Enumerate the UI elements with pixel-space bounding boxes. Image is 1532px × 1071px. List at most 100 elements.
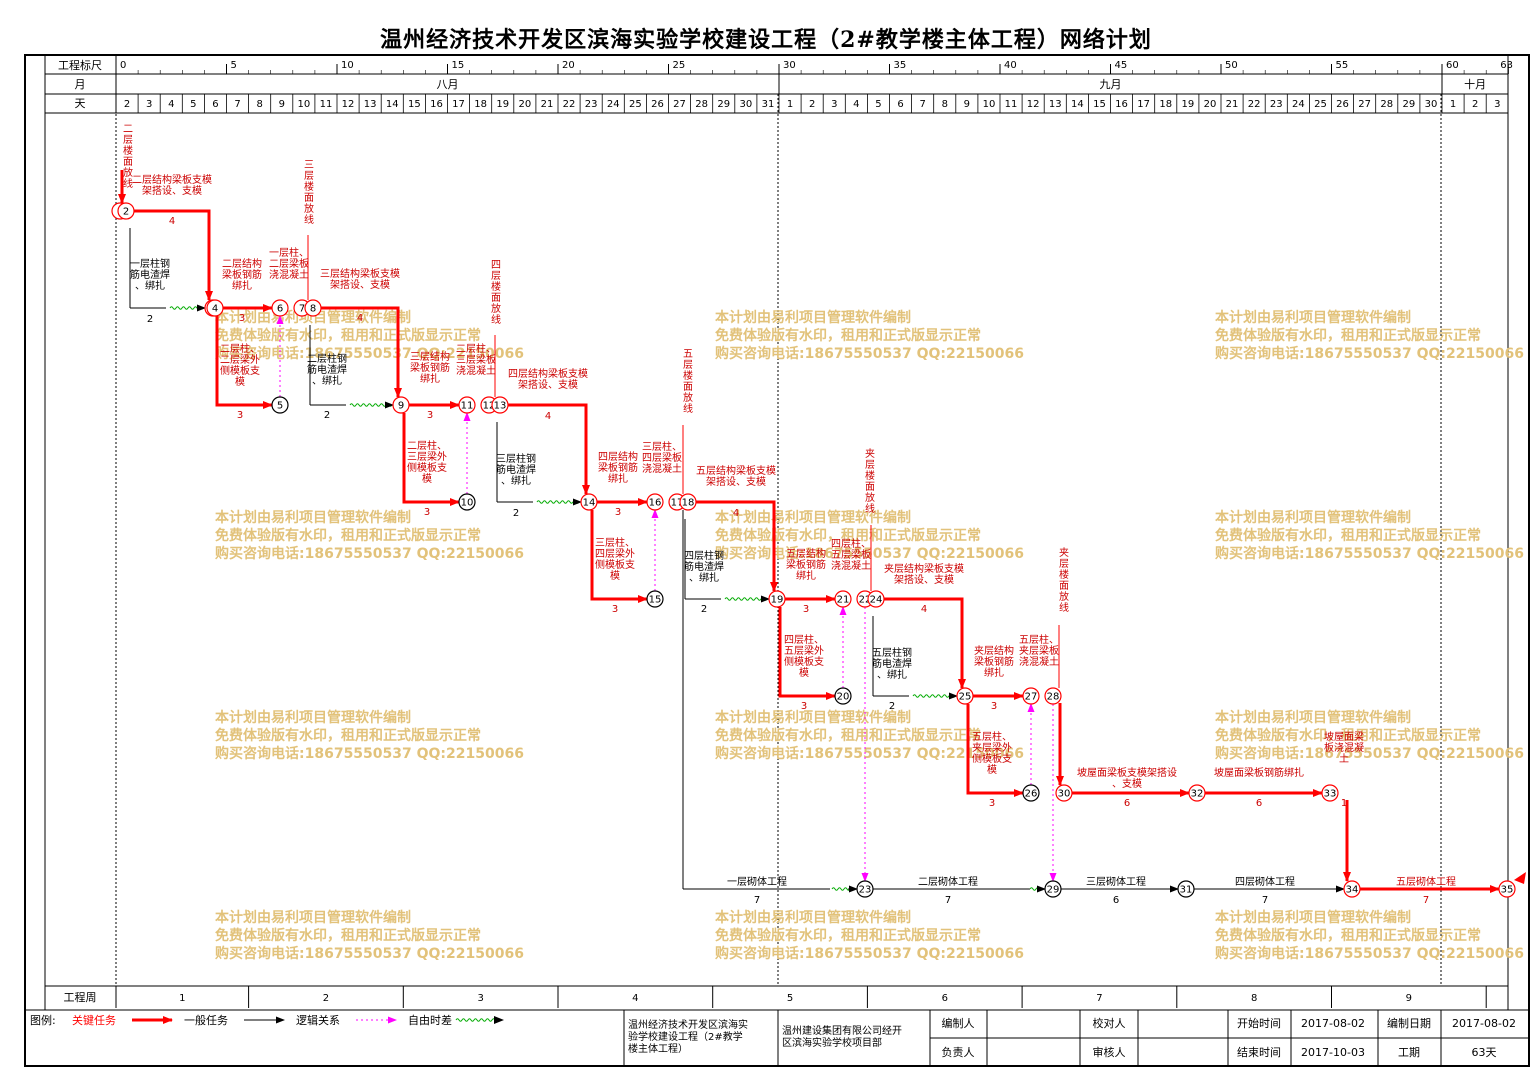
- watermark-text: 本计划由易利项目管理软件编制: [715, 909, 911, 926]
- scale-tick-label: 25: [673, 60, 686, 71]
- scale-tick-label: 10: [341, 60, 354, 71]
- task-name: 、绑扎: [689, 571, 719, 584]
- footer-manager-label: 负责人: [942, 1045, 975, 1059]
- day-number: 21: [541, 99, 554, 110]
- watermark-text: 本计划由易利项目管理软件编制: [715, 309, 911, 326]
- task-duration: 3: [803, 604, 809, 615]
- event-node-number: 20: [837, 692, 850, 703]
- watermark-text: 购买咨询电话:18675550537 QQ:22150066: [1215, 945, 1524, 962]
- day-number: 3: [146, 99, 152, 110]
- day-number: 30: [1425, 99, 1438, 110]
- day-number: 22: [563, 99, 576, 110]
- day-number: 20: [1204, 99, 1217, 110]
- event-node-number: 13: [494, 401, 507, 412]
- task-arrow: [778, 607, 836, 700]
- day-number: 2: [1472, 99, 1478, 110]
- task-name: 楼: [865, 469, 875, 482]
- scale-label: 工程标尺: [58, 58, 102, 72]
- footer-duration-label: 工期: [1398, 1046, 1420, 1059]
- event-node-number: 6: [277, 304, 283, 315]
- event-node-number: 33: [1324, 789, 1337, 800]
- week-number: 8: [1251, 993, 1257, 1004]
- task-name: 楼: [683, 369, 693, 382]
- task-duration: 3: [612, 604, 618, 615]
- task-name: 架搭设、支模: [330, 278, 390, 291]
- task-duration: 3: [424, 507, 430, 518]
- task-arrows: [118, 170, 1526, 893]
- task-name: 层: [1059, 558, 1069, 570]
- watermark-text: 免费体验版有水印，租用和正式版显示正常: [215, 527, 481, 544]
- week-number: 4: [632, 993, 638, 1004]
- event-node-number: 14: [583, 498, 596, 509]
- task-duration: 3: [239, 313, 245, 324]
- task-name: 筋电渣焊: [130, 268, 170, 281]
- event-node-number: 35: [1501, 885, 1514, 896]
- day-number: 8: [942, 99, 948, 110]
- task-name: 层: [304, 170, 314, 182]
- task-name: 绑扎: [420, 372, 440, 385]
- task-name: 五: [683, 349, 693, 360]
- task-name: 二层柱、: [456, 342, 496, 355]
- watermark-text: 购买咨询电话:18675550537 QQ:22150066: [1215, 745, 1524, 762]
- task-arrow: [695, 500, 778, 592]
- event-node: [646, 590, 664, 608]
- free-float-wave: [536, 500, 580, 504]
- page-title: 温州经济技术开发区滨海实验学校建设工程（2#教学楼主体工程）网络计划: [380, 27, 1152, 53]
- day-number: 8: [256, 99, 262, 110]
- scale-tick-label: 5: [231, 60, 237, 71]
- task-name: 线: [123, 177, 133, 190]
- day-number: 17: [1137, 99, 1150, 110]
- task-duration: 4: [921, 604, 927, 615]
- task-name: 架搭设、支模: [894, 573, 954, 586]
- scale-tick-label: 60: [1446, 60, 1459, 71]
- week-label: 工程周: [64, 991, 97, 1004]
- scale-tick-label: 55: [1336, 60, 1349, 71]
- task-name: 线: [304, 213, 314, 226]
- day-number: 26: [651, 99, 664, 110]
- task-duration: 3: [801, 701, 807, 712]
- event-node-number: 7: [299, 304, 305, 315]
- day-number: 21: [1226, 99, 1239, 110]
- week-number: 9: [1406, 993, 1412, 1004]
- task-duration: 4: [357, 313, 363, 324]
- task-name: 、支模: [1112, 778, 1142, 790]
- task-name: 面: [1059, 581, 1069, 592]
- day-number: 2: [124, 99, 130, 110]
- event-node-number: 8: [310, 304, 316, 315]
- watermark-text: 免费体验版有水印，租用和正式版显示正常: [1215, 927, 1481, 944]
- legend-logic-label: 逻辑关系: [296, 1013, 340, 1027]
- free-float-wave: [831, 887, 851, 891]
- day-number: 12: [342, 99, 355, 110]
- day-number: 5: [190, 99, 196, 110]
- event-node: [1055, 784, 1073, 802]
- day-number: 11: [320, 99, 333, 110]
- week-number: 7: [1096, 993, 1102, 1004]
- watermark-text: 购买咨询电话:18675550537 QQ:22150066: [1215, 545, 1524, 562]
- task-name: 侧模板支: [220, 364, 260, 377]
- task-labels: 二层楼面放线二层结构梁板支模架搭设、支模4一层柱钢筋电渣焊、绑扎2二层结构梁板钢…: [123, 124, 1456, 906]
- footer-editor-label: 编制人: [942, 1016, 975, 1030]
- event-node: [768, 590, 786, 608]
- task-duration: 7: [1262, 895, 1268, 906]
- task-name: 筋电渣焊: [307, 363, 347, 376]
- day-number: 25: [629, 99, 642, 110]
- task-name: 浇混凝土: [456, 364, 496, 377]
- task-name: 楼: [123, 144, 133, 157]
- task-name: 板浇混凝: [1324, 741, 1364, 754]
- day-number: 24: [1292, 99, 1305, 110]
- scale-tick-label: 20: [562, 60, 575, 71]
- task-name: 二层梁板: [269, 257, 309, 270]
- day-number: 19: [496, 99, 509, 110]
- task-name: 四: [491, 260, 501, 271]
- task-name: 五层柱、: [1019, 633, 1059, 646]
- footer-compiled-label: 编制日期: [1387, 1016, 1431, 1030]
- free-float-wave: [912, 694, 956, 698]
- event-node: [1321, 784, 1339, 802]
- task-name: 梁板钢筋: [974, 655, 1014, 668]
- day-number: 15: [408, 99, 421, 110]
- task-name: 五层砌体工程: [1396, 876, 1456, 888]
- month-label: 月: [75, 78, 86, 91]
- event-node-number: 26: [1025, 789, 1038, 800]
